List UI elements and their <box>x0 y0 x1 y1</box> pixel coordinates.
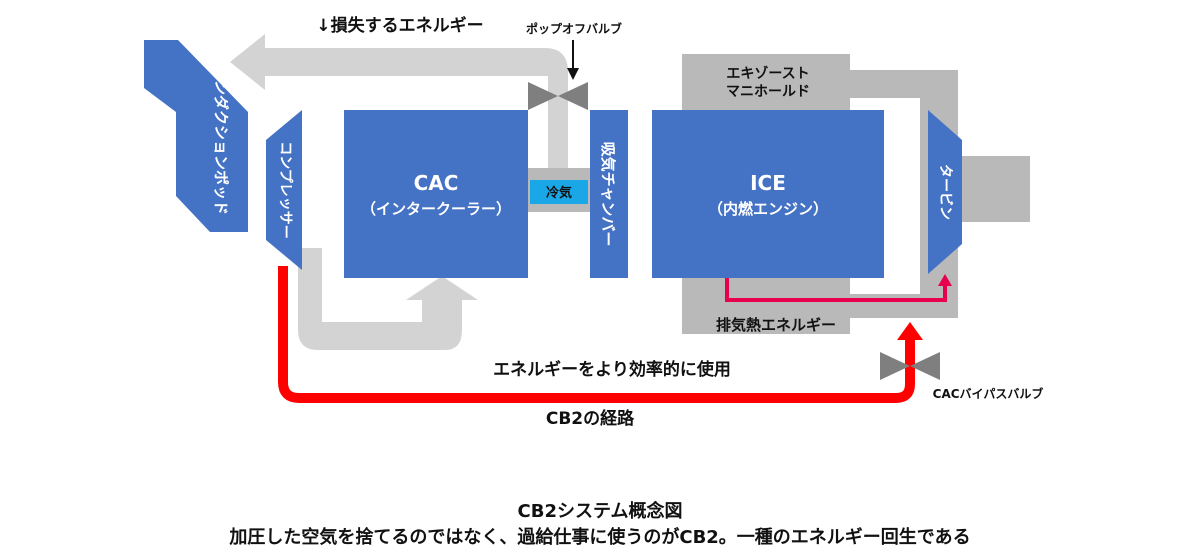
compressor <box>266 110 302 270</box>
loss-energy-label: ↓損失するエネルギー <box>316 15 483 36</box>
popoff-valve-right <box>558 82 588 110</box>
cac-bypass-valve-label: CACバイパスバルブ <box>933 386 1044 401</box>
cac-bypass-valve-right <box>910 352 940 380</box>
turbine-label: タービン <box>937 164 953 220</box>
exhaust-manifold-label-1: エキゾースト <box>726 65 809 82</box>
cooling-air-band <box>530 180 588 204</box>
cac-intercooler <box>344 110 528 278</box>
cac-subtitle: （インタークーラー） <box>361 200 511 218</box>
exhaust-heat-arrowhead <box>938 274 952 286</box>
caption-subtitle: 加圧した空気を捨てるのではなく、過給仕事に使うのがCB2。一種のエネルギー回生で… <box>229 527 971 548</box>
cooling-label: 冷気 <box>546 185 572 201</box>
exhaust-manifold-label-2: マニホールド <box>726 84 810 100</box>
caption-title: CB2システム概念図 <box>517 501 683 522</box>
cac-bypass-valve-left <box>880 352 910 380</box>
induction-pod-label: インダクションポッド <box>212 65 230 215</box>
turbine <box>928 110 962 274</box>
intake-chamber-label: 吸気チャンバー <box>599 142 617 247</box>
exhaust-heat-label: 排気熱エネルギー <box>716 316 836 334</box>
induction-pod <box>144 40 248 232</box>
popoff-pointer-head <box>567 68 579 80</box>
cb2-route-arrowhead <box>897 322 923 340</box>
recirculation-arrow <box>298 248 478 350</box>
popoff-valve-label: ポップオフバルブ <box>526 21 622 36</box>
cac-title: CAC <box>414 171 459 195</box>
compressor-label: コンプレッサー <box>277 141 293 239</box>
cb2-route-path <box>278 266 915 403</box>
ice-engine <box>652 110 884 278</box>
intake-chamber <box>590 110 628 278</box>
cb2-route-label: CB2の経路 <box>546 408 635 429</box>
efficient-use-label: エネルギーをより効率的に使用 <box>493 359 731 380</box>
ice-subtitle: （内燃エンジン） <box>708 200 828 218</box>
exhaust-heat-path <box>725 278 947 302</box>
ice-title: ICE <box>750 171 786 195</box>
popoff-valve-left <box>528 82 558 110</box>
loss-energy-arrow <box>230 34 568 170</box>
